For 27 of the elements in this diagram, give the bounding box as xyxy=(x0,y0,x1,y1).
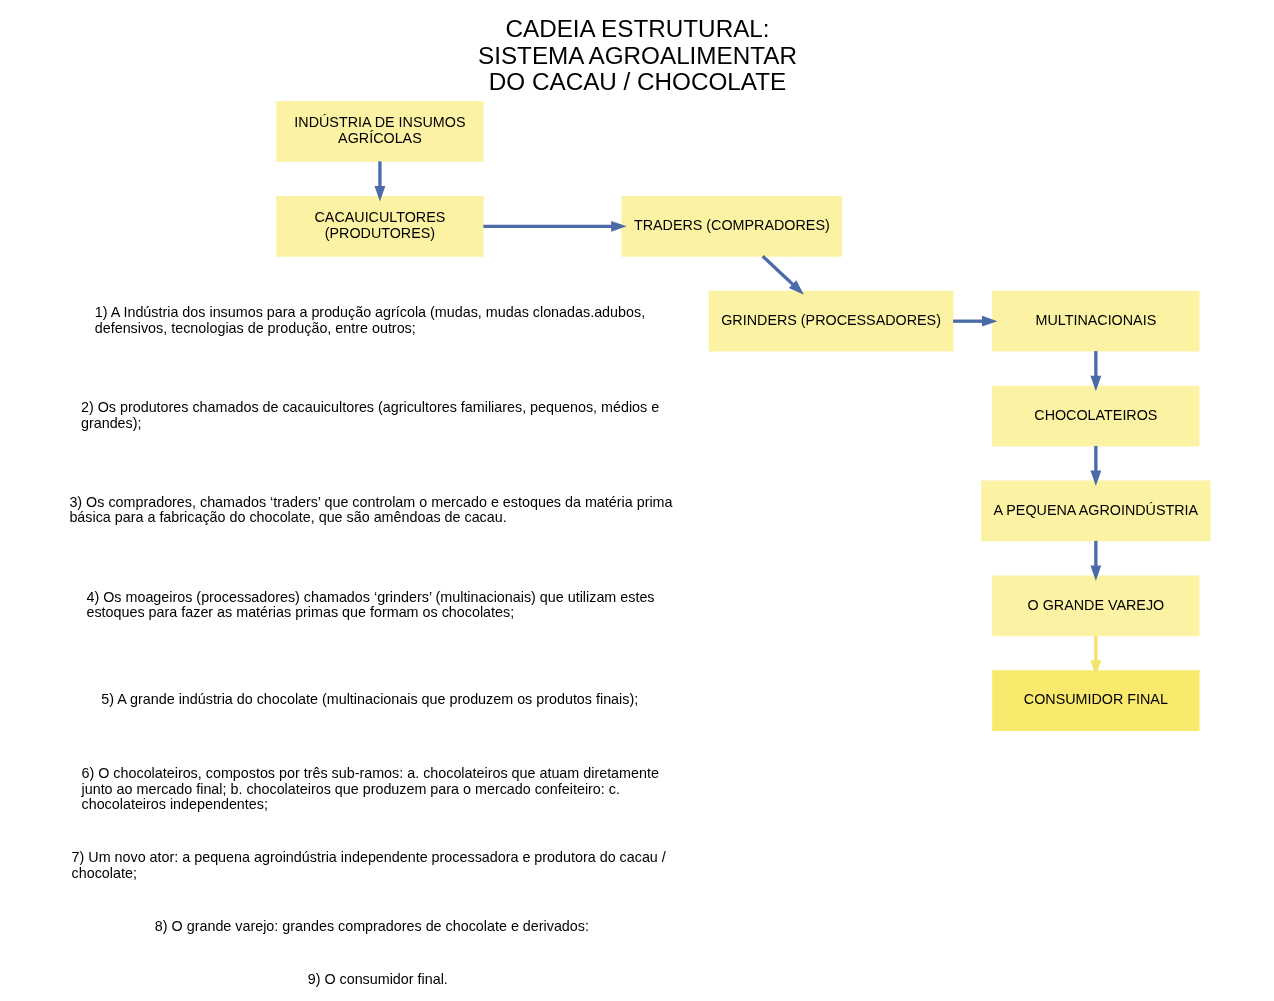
node-box: TRADERS (COMPRADORES) xyxy=(621,195,842,257)
arrow xyxy=(1089,635,1101,676)
label: 5) A grande indústria do chocolate (multinacionais que produzem os produtos finais); xyxy=(100,690,638,707)
arrow xyxy=(1089,540,1101,581)
node-box: MULTINACIONAIS xyxy=(991,290,1200,352)
arrow xyxy=(374,160,385,201)
node-box: CONSUMIDOR FINAL xyxy=(991,669,1200,731)
label: 2) Os produtores chamados de cacauicultores (agricultores familiares, pequenos, médios e grandes); xyxy=(80,398,659,431)
arrow xyxy=(952,315,997,327)
arrow xyxy=(761,254,804,295)
label: 3) Os compradores, chamados ‘traders’ que controlam o mercado e estoques da matéria prima básica para a fabricação do chocolate, que são amêndoas de cacau. xyxy=(68,493,673,525)
node-box: GRINDERS (PROCESSADORES) xyxy=(708,290,954,352)
node-box: CHOCOLATEIROS xyxy=(991,385,1200,446)
arrow xyxy=(482,220,627,232)
label: 9) O consumidor final. xyxy=(307,970,448,987)
label: 7) Um novo ator: a pequena agroindústria independente processadora e produtora do cacau / chocolate; xyxy=(71,848,666,881)
label: 6) O chocolateiros, compostos por três sub-ramos: a. chocolateiros que atuam diretamente junto ao mercado final; b. chocolateiros que produzem para o mercado confeiteiro: c. chocolateiros independentes; xyxy=(81,764,659,812)
label: 1) A Indústria dos insumos para a produção agrícola (mudas, mudas clonadas.adubos, defensivos, tecnologias de produção, entre outros; xyxy=(94,303,645,336)
node-box: A PEQUENA AGROINDÚSTRIA xyxy=(980,480,1211,541)
node-box: O GRANDE VAREJO xyxy=(991,574,1200,636)
label: 8) O grande varejo: grandes compradores de chocolate e derivados: xyxy=(154,917,589,934)
node-box: INDÚSTRIA DE INSUMOS AGRÍCOLAS xyxy=(275,100,484,162)
diagram-title: CADEIA ESTRUTURAL: SISTEMA AGROALIMENTAR DO CACAU / CHOCOLATE xyxy=(477,14,797,95)
node-box: CACAUICULTORES (PRODUTORES) xyxy=(275,195,484,257)
label: 4) Os moageiros (processadores) chamados ‘grinders’ (multinacionais) que utilizam estes estoques para fazer as matérias primas que formam os chocolates; xyxy=(85,588,655,620)
arrow xyxy=(1089,350,1101,391)
arrow xyxy=(1089,445,1101,486)
